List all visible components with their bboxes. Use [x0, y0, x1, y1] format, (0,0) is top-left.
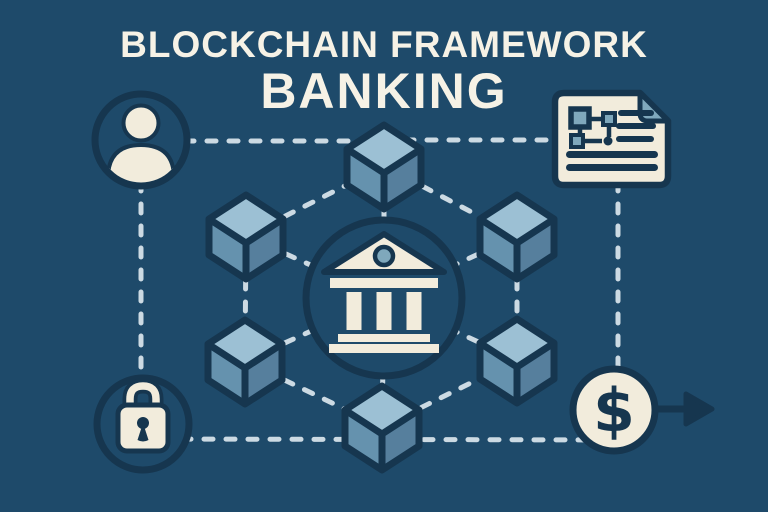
dollar-transfer-icon: $: [569, 365, 715, 455]
ledger-document-icon: [551, 89, 672, 189]
blockchain-cube-top-right: [480, 195, 554, 279]
blockchain-cube-bottom-left: [208, 320, 282, 404]
document-text-lines: [566, 110, 658, 171]
user-icon: [91, 90, 191, 190]
headline-banking: BANKING: [260, 63, 508, 119]
arrow-head: [683, 391, 715, 427]
blockchain-cube-bottom-right: [480, 319, 554, 403]
blockchain-cube-bottom: [345, 386, 419, 470]
dollar-sign: $: [593, 376, 635, 446]
blockchain-cube-top-left: [209, 195, 283, 279]
node-graph-glyph: [568, 106, 617, 149]
headline-top: BLOCKCHAIN FRAMEWORK: [120, 24, 648, 65]
padlock-icon: [93, 374, 193, 474]
bank-icon: [302, 216, 466, 380]
